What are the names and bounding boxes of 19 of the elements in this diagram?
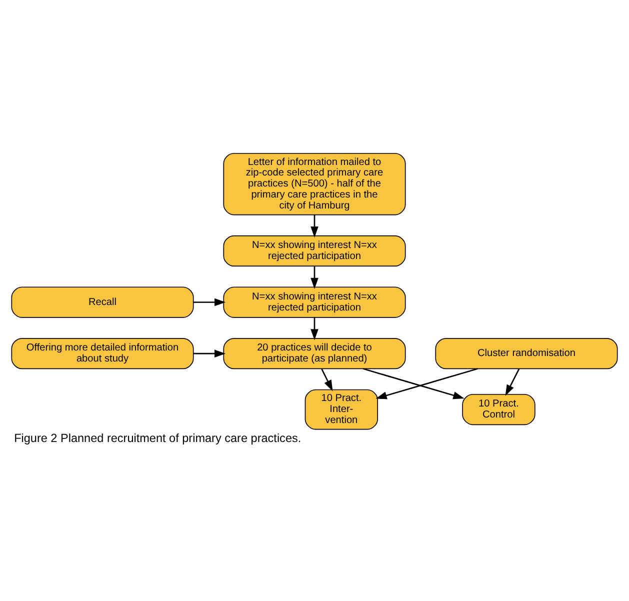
arrow xyxy=(310,266,318,288)
node-box: Letter of information mailed to zip-code selected primary care practices (N=500) - half of the primary care practices in the city of Hamburg xyxy=(223,152,406,215)
node-box: Recall xyxy=(11,286,194,318)
node-box: Offering more detailed information about study xyxy=(11,338,194,369)
node-box: 10 Pract. Control xyxy=(462,393,536,425)
arrow xyxy=(310,214,318,238)
node-box: 20 practices will decide to participate (as planned) xyxy=(223,338,406,369)
arrow xyxy=(376,368,478,399)
node-box: Cluster randomisation xyxy=(435,338,618,369)
arrow xyxy=(194,349,226,357)
node-box: N=xx showing interest N=xx rejected participation xyxy=(223,286,406,318)
caption: Figure 2 Planned recruitment of primary care practices. xyxy=(14,432,302,445)
arrow xyxy=(310,316,318,340)
arrow xyxy=(321,368,333,391)
arrow xyxy=(194,298,226,306)
node-box: N=xx showing interest N=xx rejected participation xyxy=(223,234,406,266)
node-box: 10 Pract. Inter-vention xyxy=(304,388,378,430)
arrow xyxy=(505,368,520,396)
arrow xyxy=(362,368,464,399)
